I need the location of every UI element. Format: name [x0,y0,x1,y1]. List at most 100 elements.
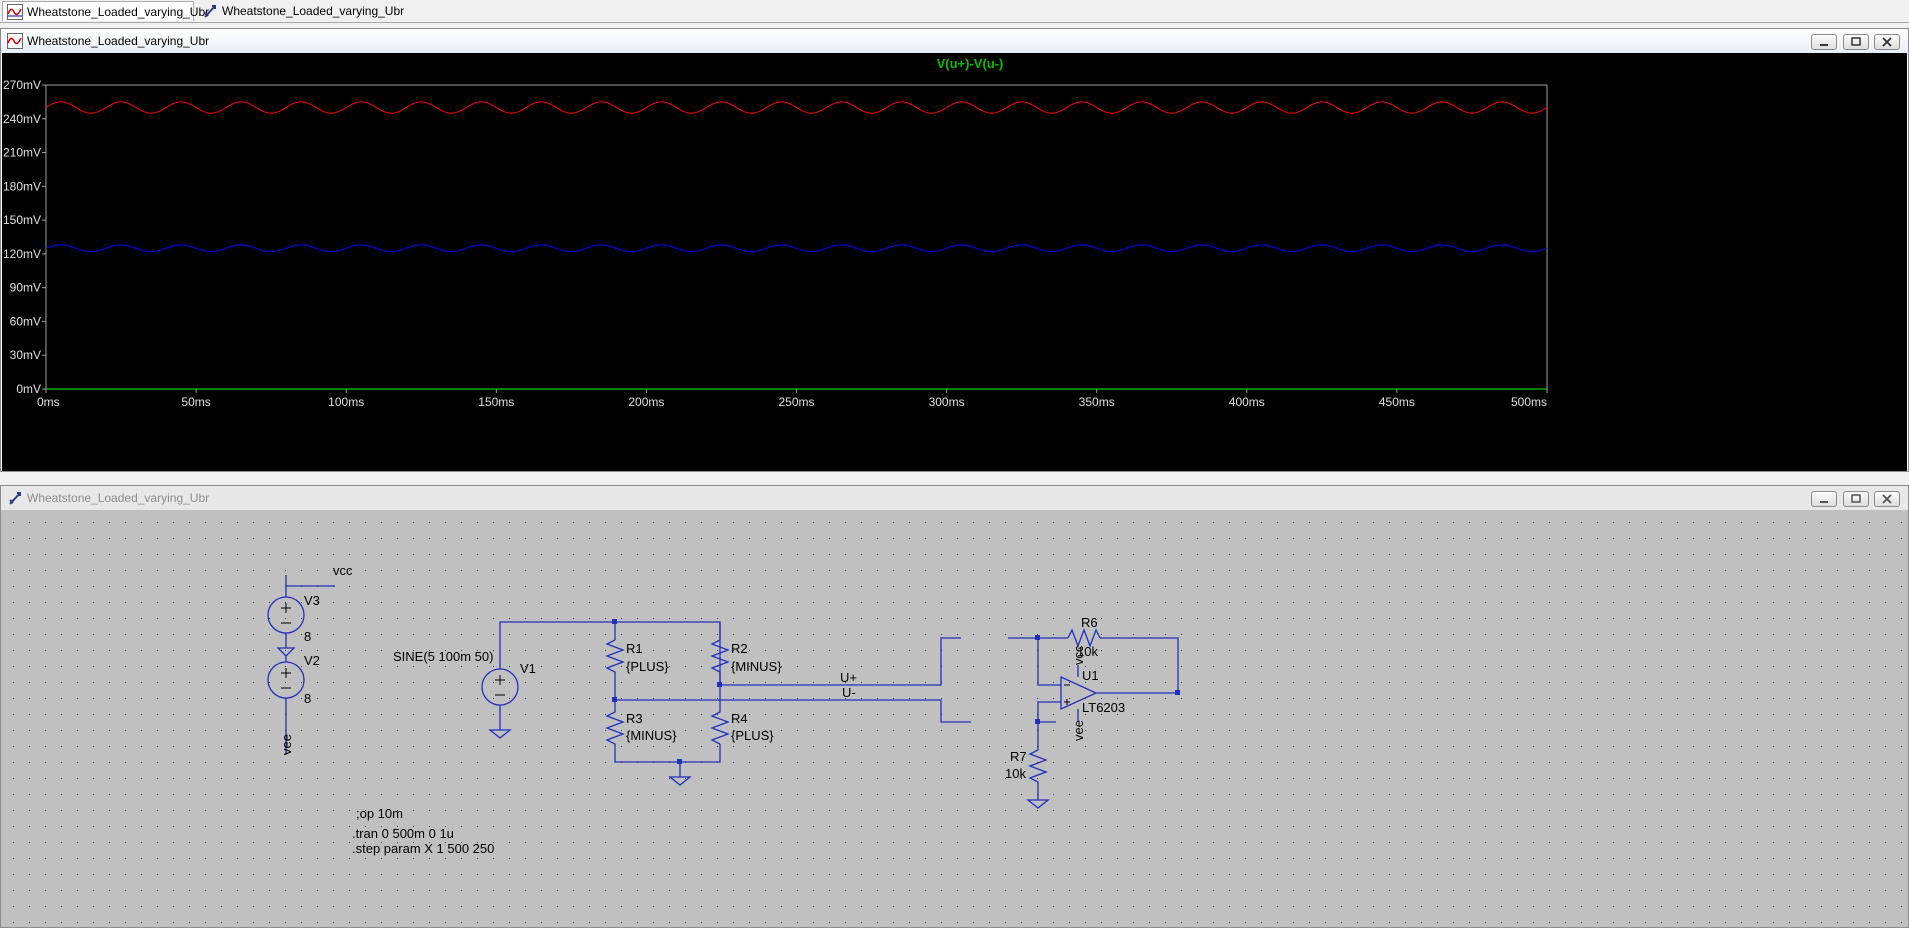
r4-resistor[interactable] [710,685,730,745]
minimize-icon [1820,44,1829,46]
tab-label: Wheatstone_Loaded_varying_Ubr [222,4,405,18]
r7-label: R7 [1010,749,1027,764]
v2-polarity [281,668,291,689]
schematic-window-titlebar[interactable]: Wheatstone_Loaded_varying_Ubr [1,486,1908,510]
net-label-u-plus: U+ [840,670,857,685]
u1-opamp[interactable] [1060,675,1098,711]
x-tick-label: 0ms [37,395,60,409]
y-tick-label: 90mV [10,281,41,295]
r1-resistor[interactable] [605,639,625,700]
r7-value: 10k [1005,766,1026,781]
window-title: Wheatstone_Loaded_varying_Ubr [27,34,210,48]
net-label-u-minus: U- [842,685,856,700]
r7-resistor[interactable] [1028,722,1048,800]
u1-model: LT6203 [1082,700,1125,715]
restore-button[interactable] [1842,34,1869,50]
y-tick-label: 180mV [3,179,41,193]
junction-dot [1175,690,1180,695]
x-tick-label: 400ms [1229,395,1265,409]
x-tick-label: 450ms [1379,395,1415,409]
minimize-button[interactable] [1811,34,1838,50]
wire-r6-right [1100,637,1179,693]
waveform-window-titlebar[interactable]: Wheatstone_Loaded_varying_Ubr [1,29,1908,53]
document-tab-bar: Wheatstone_Loaded_varying_Ubr Wheatstone… [0,0,1909,23]
grid-dots [6,515,1903,925]
waveform-plot[interactable]: V(u+)-V(u-) 0mV30mV60mV90mV120mV150mV180… [2,53,1907,471]
y-tick-label: 30mV [10,348,41,362]
y-tick-label: 270mV [3,78,41,92]
spice-directive-tran[interactable]: .tran 0 500m 0 1u [352,826,454,841]
spice-directive-step[interactable]: .step param X 1 500 250 [352,841,494,856]
v1-polarity [495,675,505,696]
v3-value: 8 [304,629,311,644]
restore-icon [1850,494,1861,503]
r4-label: R4 [731,711,748,726]
tab-waveform[interactable]: Wheatstone_Loaded_varying_Ubr [2,1,209,21]
wire-u-minus [615,699,971,723]
v2-value: 8 [304,691,311,706]
y-tick-label: 120mV [3,247,41,261]
minimize-button[interactable] [1811,491,1838,507]
ground-icon [668,776,692,786]
spice-directive-op[interactable]: ;op 10m [356,806,403,821]
junction-dot [717,682,722,687]
r2-resistor[interactable] [710,639,730,685]
waveform-window: Wheatstone_Loaded_varying_Ubr V(u+)-V(u-… [0,28,1909,472]
junction-dot [612,619,617,624]
y-tick-label: 150mV [3,213,41,227]
x-tick-label: 350ms [1079,395,1115,409]
restore-button[interactable] [1842,491,1869,507]
wire-opamp-noninv [1037,701,1061,723]
u1-vcc-label: vcc [1071,645,1086,665]
r3-label: R3 [626,711,643,726]
restore-icon [1850,37,1861,46]
close-icon [1882,494,1892,504]
x-tick-label: 300ms [929,395,965,409]
schematic-canvas[interactable]: vcc V3 8 V2 8 vee SINE(5 100m 50) V1 R1 … [6,515,1903,925]
y-tick-label: 60mV [10,314,41,328]
x-tick-label: 50ms [181,395,210,409]
close-button[interactable] [1874,34,1900,50]
waveform-icon [7,33,23,49]
r2-value: {MINUS} [731,659,782,674]
junction-dot [1035,719,1040,724]
close-button[interactable] [1874,491,1900,507]
u1-vee-label: vee [1071,720,1086,741]
wire-u-plus [720,637,961,686]
r6-resistor[interactable] [1067,628,1101,648]
schematic-icon [9,492,21,505]
tab-schematic[interactable]: Wheatstone_Loaded_varying_Ubr [198,1,404,21]
y-tick-label: 240mV [3,112,41,126]
x-tick-label: 100ms [328,395,364,409]
x-tick-label: 500ms [1511,395,1547,409]
v1-value: SINE(5 100m 50) [393,649,493,664]
v2-label: V2 [304,653,320,668]
trace-series-1 [45,244,1548,253]
ground-icon [1026,799,1050,809]
window-title: Wheatstone_Loaded_varying_Ubr [27,491,210,505]
net-label-vcc: vcc [333,563,353,578]
u1-polarity [1064,684,1070,705]
v3-polarity [281,603,291,624]
x-tick-label: 200ms [628,395,664,409]
ground-icon [488,729,512,739]
minimize-icon [1820,501,1829,503]
v1-label: V1 [520,661,536,676]
x-tick-label: 150ms [478,395,514,409]
x-tick-label: 250ms [778,395,814,409]
junction-dot [612,697,617,702]
trace-label[interactable]: V(u+)-V(u-) [937,56,1004,71]
schematic-window: Wheatstone_Loaded_varying_Ubr [0,485,1909,928]
close-icon [1882,37,1892,47]
ground-icon [276,647,296,657]
junction-dot [1035,635,1040,640]
r3-resistor[interactable] [605,700,721,763]
r4-value: {PLUS} [731,728,774,743]
r6-label: R6 [1081,615,1098,630]
r1-label: R1 [626,641,643,656]
u1-label: U1 [1082,668,1099,683]
trace-series-0 [45,101,1548,114]
waveform-icon [7,4,23,20]
tab-label: Wheatstone_Loaded_varying_Ubr [27,5,210,19]
plot-background [2,53,1907,471]
